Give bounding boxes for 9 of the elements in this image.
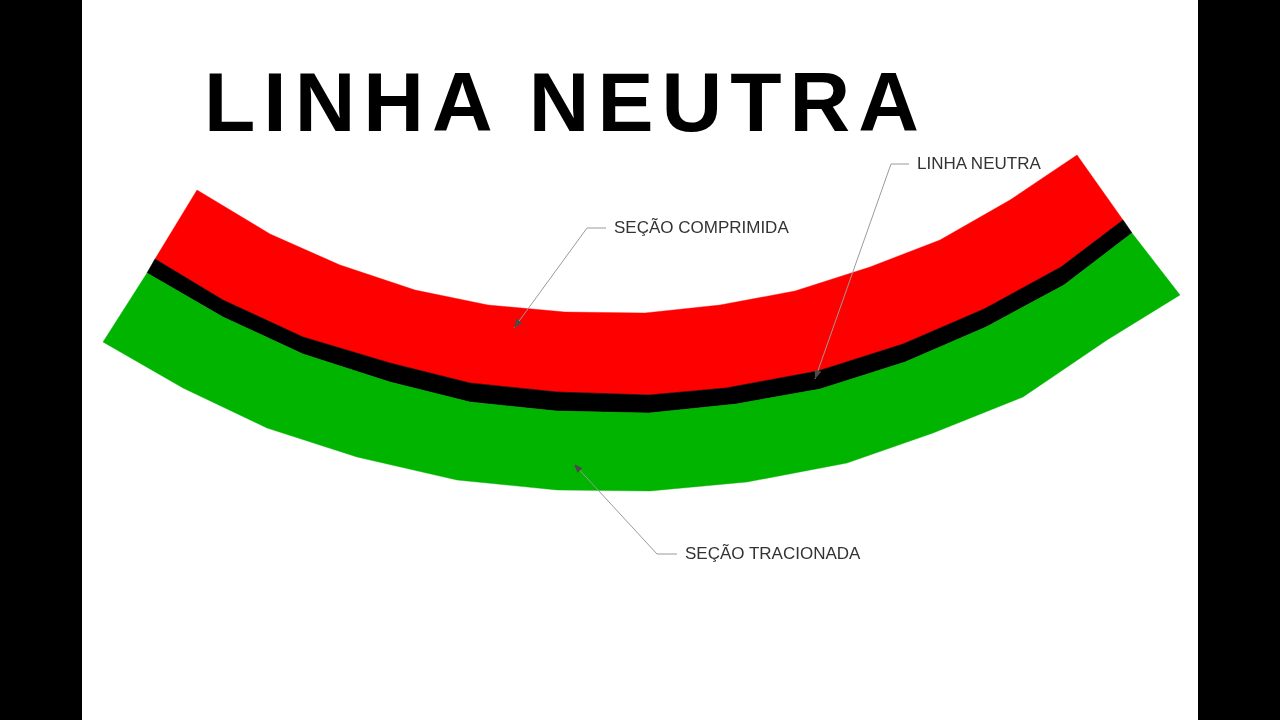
leader-line	[573, 463, 678, 555]
leader-line	[513, 227, 607, 329]
neutral-line	[146, 219, 1133, 414]
upper-band	[154, 154, 1124, 396]
title-text: LINHA NEUTRA	[204, 60, 927, 144]
leader-line	[814, 163, 910, 380]
callout-label: SEÇÃO TRACIONADA	[677, 544, 861, 564]
callout-label: SEÇÃO COMPRIMIDA	[606, 218, 789, 238]
callout-label: LINHA NEUTRA	[909, 154, 1041, 174]
